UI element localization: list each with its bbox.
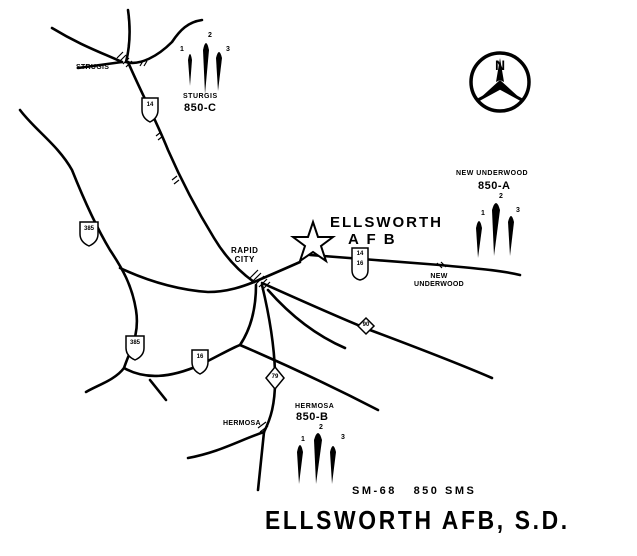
road-northwest-to-sturgis [50, 26, 124, 64]
compass-north-label: N [495, 57, 506, 73]
silo-num-sturgis-1: 1 [180, 46, 184, 53]
site-code-sturgis: 850-C [184, 102, 217, 114]
road-rapid-to-afb [252, 260, 302, 284]
route-label-us14-east-alt: 16 [356, 261, 364, 267]
us385-south-shield [125, 335, 145, 361]
town-label-new-underwood: NEW UNDERWOOD [414, 273, 464, 289]
site-name-new-underwood: NEW UNDERWOOD [456, 170, 529, 177]
road-sturgis-west [76, 60, 124, 70]
town-label-new-underwood-line1: NEW [430, 273, 448, 280]
road-network [18, 8, 522, 492]
road-us16-southwest [122, 283, 258, 378]
silo-num-hermosa-1: 1 [301, 436, 305, 443]
silo-num-hermosa-3: 3 [341, 434, 345, 441]
route-label-us14-north: 14 [146, 102, 154, 108]
ellsworth-afb-line2: A F B [348, 231, 397, 248]
town-label-sturgis: STRUGIS [76, 64, 110, 71]
road-sturgis-east [124, 18, 204, 65]
site-name-hermosa: HERMOSA [295, 403, 335, 410]
town-label-new-underwood-line2: UNDERWOOD [414, 281, 465, 288]
site-code-hermosa: 850-B [296, 411, 329, 423]
us385-north-shield [79, 221, 99, 247]
us14-north-shield [141, 97, 159, 123]
map-title: ELLSWORTH AFB, S.D. [265, 505, 570, 535]
us16-shield [191, 349, 209, 375]
route-label-us14-east: 14 [356, 251, 364, 257]
ellsworth-afb-line1: ELLSWORTH [330, 214, 443, 231]
road-hermosa-south [256, 430, 266, 492]
ellsworth-afb-label: ELLSWORTH A F B [330, 214, 443, 248]
silo-group-hermosa [297, 433, 336, 484]
silo-group-sturgis [188, 43, 222, 94]
road-us14-east [308, 253, 522, 277]
us14-east-shield [351, 247, 369, 281]
road-branch-south [148, 378, 168, 402]
map-subtitle: SM-68 850 SMS [352, 485, 477, 497]
road-us385-loop [18, 108, 139, 394]
i90-shield [356, 316, 376, 336]
silo-num-new-underwood-2: 2 [499, 193, 503, 200]
silo-num-new-underwood-3: 3 [516, 207, 520, 214]
road-hermosa-west [186, 430, 266, 460]
silo-num-new-underwood-1: 1 [481, 210, 485, 217]
road-south-to-hermosa-site [238, 343, 380, 412]
route-label-sd79: 79 [271, 374, 279, 380]
ellsworth-star [290, 218, 336, 264]
town-label-rapid-city-line1: RAPID [231, 246, 259, 255]
site-name-sturgis: STURGIS [183, 93, 218, 100]
site-code-new-underwood: 850-A [478, 180, 511, 192]
route-shields [79, 97, 376, 391]
route-label-us385-south: 385 [129, 340, 140, 346]
road-rapid-southeast [266, 288, 347, 350]
silo-group-new-underwood [476, 203, 514, 258]
rail-ticks [116, 51, 447, 433]
town-label-rapid-city: RAPID CITY [231, 246, 258, 264]
route-label-i90: 90 [362, 322, 370, 328]
silo-num-hermosa-2: 2 [319, 424, 323, 431]
silo-num-sturgis-3: 3 [226, 46, 230, 53]
road-west-rapid-connector [118, 266, 256, 294]
town-label-rapid-city-line2: CITY [234, 255, 255, 264]
road-i90-southeast [260, 281, 494, 380]
town-label-hermosa: HERMOSA [223, 420, 261, 427]
silo-num-sturgis-2: 2 [208, 32, 212, 39]
road-sturgis-north [124, 8, 131, 64]
route-label-us16: 16 [196, 354, 204, 360]
route-label-us385-north: 385 [83, 226, 94, 232]
compass-rose [469, 51, 531, 113]
sd79-shield [265, 365, 285, 391]
